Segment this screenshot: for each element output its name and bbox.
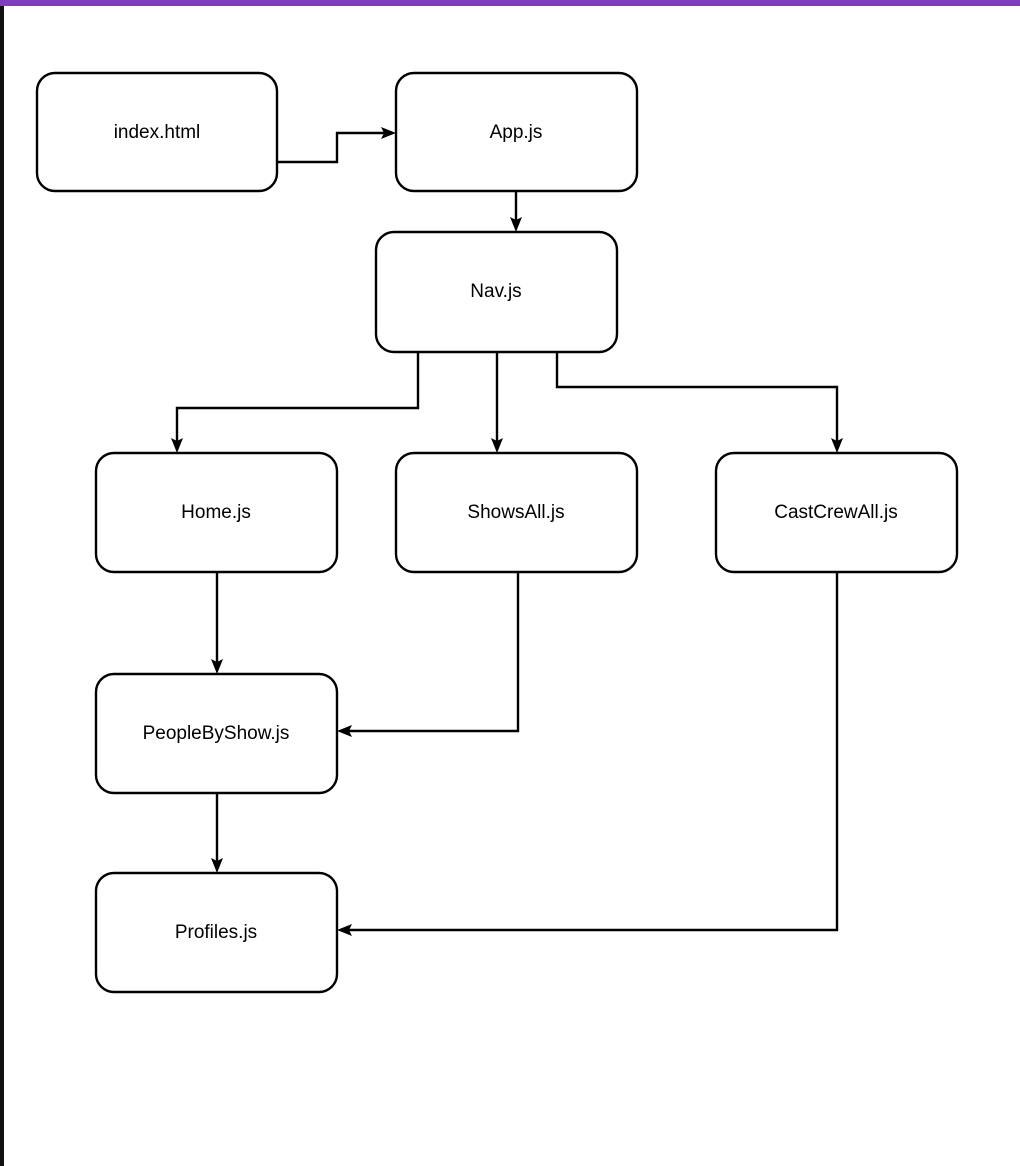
arrow-head-icon — [211, 659, 223, 674]
arrow-head-icon — [491, 438, 503, 453]
node-label: ShowsAll.js — [467, 502, 564, 523]
node-home-js[interactable]: Home.js — [94, 451, 339, 574]
edge-nav-to-home — [171, 352, 420, 453]
node-profiles-js[interactable]: Profiles.js — [94, 871, 339, 994]
node-app-js[interactable]: App.js — [394, 71, 639, 193]
edge-nav-to-showsall — [491, 352, 503, 453]
edge-app-to-nav — [510, 191, 522, 232]
node-peoplebyshow-js[interactable]: PeopleByShow.js — [94, 672, 339, 795]
node-label: Nav.js — [470, 281, 521, 302]
node-label: CastCrewAll.js — [774, 502, 898, 523]
arrow-head-icon — [337, 924, 352, 936]
node-box[interactable] — [94, 451, 339, 574]
node-label: index.html — [114, 122, 201, 143]
arrow-head-icon — [831, 438, 843, 453]
node-box[interactable] — [714, 451, 959, 574]
edge-peoplebyshow-to-profiles — [211, 793, 223, 873]
node-showsall-js[interactable]: ShowsAll.js — [394, 451, 639, 574]
arrow-head-icon — [337, 725, 352, 737]
node-nav-js[interactable]: Nav.js — [374, 230, 619, 354]
edge-nav-to-castcrewall — [555, 352, 843, 453]
edge-showsall-to-peoplebyshow — [337, 572, 520, 737]
node-box[interactable] — [94, 672, 339, 795]
arrow-head-icon — [381, 127, 396, 139]
node-label: Profiles.js — [175, 922, 257, 943]
node-index-html[interactable]: index.html — [35, 71, 279, 193]
node-label: App.js — [490, 122, 543, 143]
arrow-head-icon — [211, 858, 223, 873]
left-edge-border — [0, 6, 4, 1166]
node-box[interactable] — [374, 230, 619, 354]
node-box[interactable] — [94, 871, 339, 994]
node-box[interactable] — [394, 71, 639, 193]
node-label: Home.js — [181, 502, 251, 523]
node-castcrewall-js[interactable]: CastCrewAll.js — [714, 451, 959, 574]
node-box[interactable] — [394, 451, 639, 574]
edge-castcrewall-to-profiles — [337, 572, 839, 936]
edge-home-to-peoplebyshow — [211, 572, 223, 674]
node-box[interactable] — [35, 71, 279, 193]
node-label: PeopleByShow.js — [143, 723, 290, 744]
arrow-head-icon — [171, 438, 183, 453]
arrow-head-icon — [510, 217, 522, 232]
top-accent-bar — [0, 0, 1020, 6]
edge-index-to-app — [277, 127, 396, 164]
